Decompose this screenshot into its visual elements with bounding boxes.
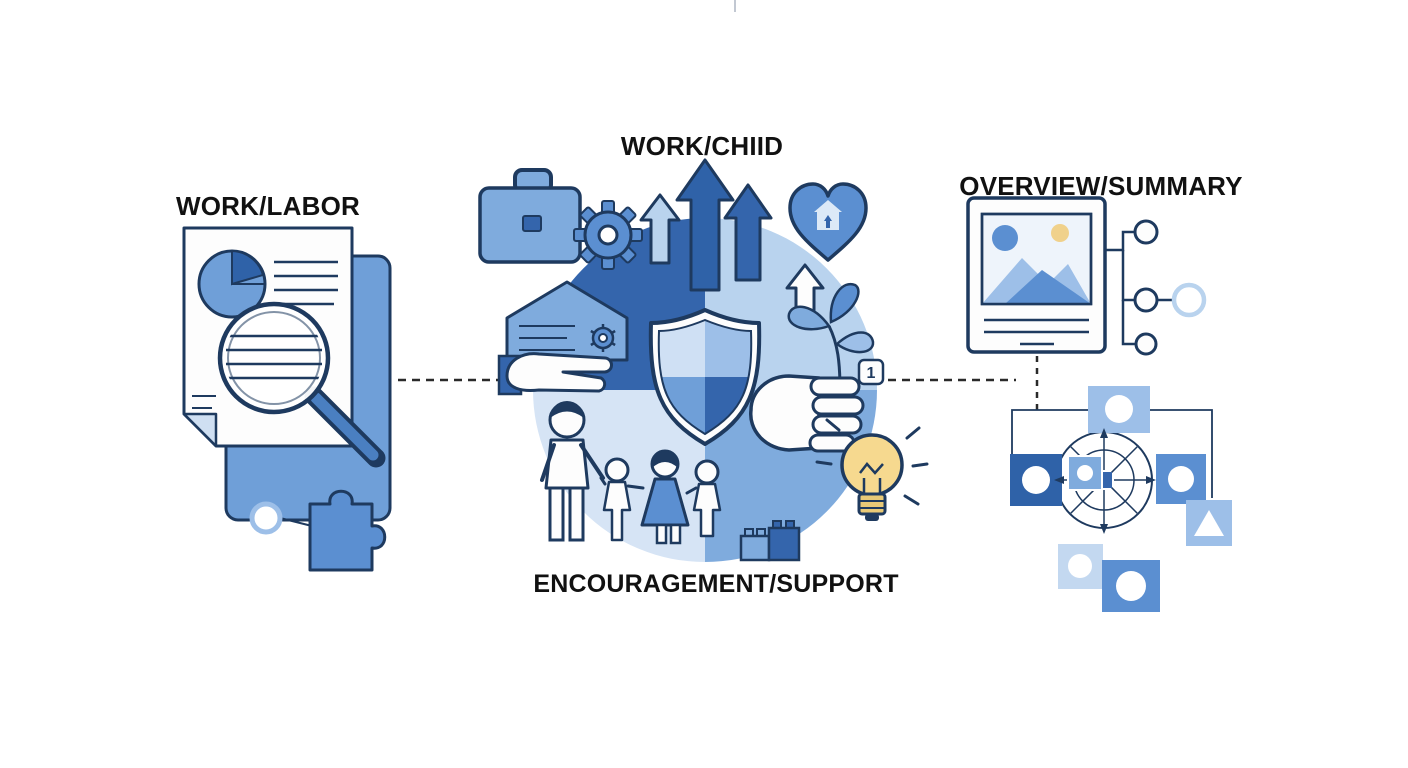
label-encouragement-support: ENCOURAGEMENT/SUPPORT (533, 570, 899, 598)
link-circle-icon (249, 501, 283, 535)
work-labor-illustration (182, 226, 392, 572)
label-work-labor: WORK/LABOR (176, 191, 360, 221)
lightbulb-icon (815, 418, 929, 521)
growth-arrows-icon (639, 158, 773, 292)
gear-icon (573, 200, 643, 270)
encouragement-support-illustration: 1 (478, 158, 929, 562)
building-blocks-icon (739, 520, 801, 562)
briefcase-icon (478, 168, 582, 264)
holding-fist-icon (749, 374, 865, 453)
shield-icon (648, 308, 762, 446)
network-nodes-icon (1105, 219, 1207, 356)
picture-frame-icon (966, 196, 1107, 354)
mountain-image-icon (980, 212, 1093, 306)
house-certificate-icon (505, 280, 629, 362)
giving-hand-icon (497, 352, 613, 396)
puzzle-link-line (279, 517, 313, 527)
pie-chart-icon (197, 249, 267, 319)
overview-summary-illustration (966, 196, 1232, 612)
plant-tag-number: 1 (867, 365, 876, 382)
process-cluster-icon (1010, 386, 1232, 612)
heart-house-icon (788, 182, 868, 262)
label-overview-summary: OVERVIEW/SUMMARY (959, 171, 1243, 201)
magnifier-icon (217, 301, 386, 468)
plant-icon: 1 (787, 282, 885, 391)
family-icon (540, 401, 722, 545)
puzzle-piece-icon (308, 489, 387, 572)
label-work-child: WORK/CHIID (620, 131, 784, 161)
